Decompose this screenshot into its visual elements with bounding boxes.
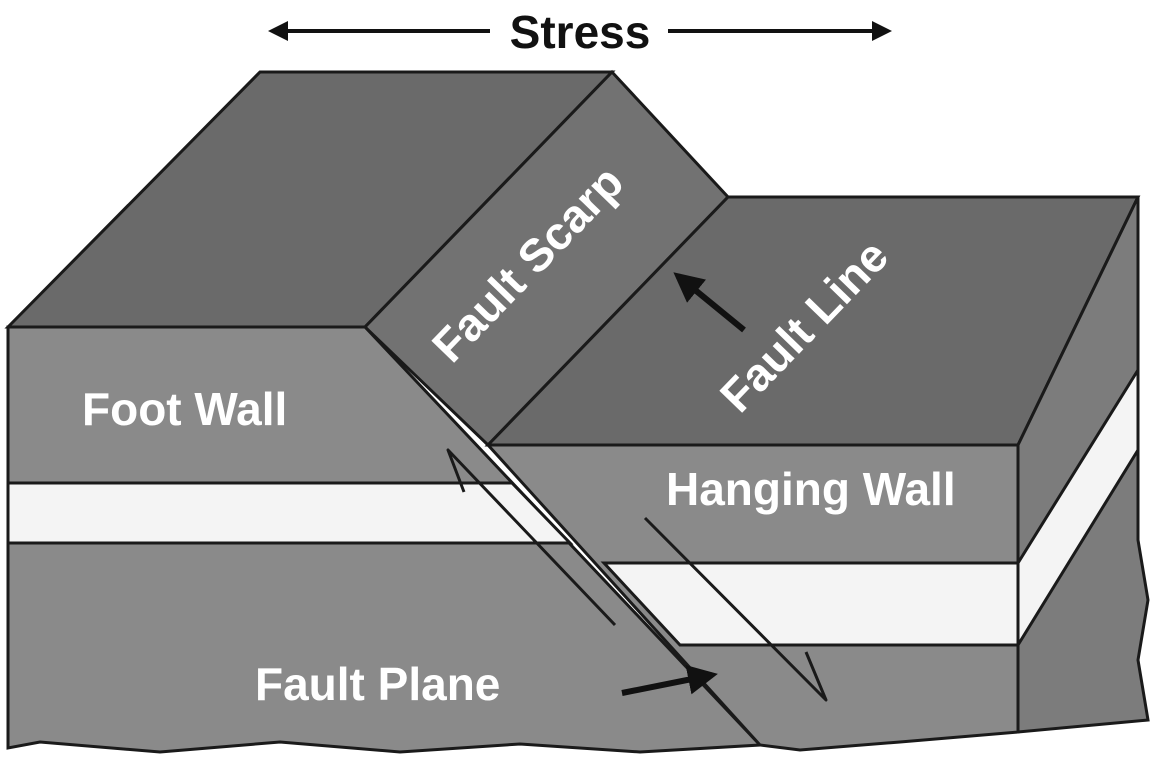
side-face-light-layer [1016,364,1140,651]
slip-arrow-down [643,516,828,702]
stress-label: Stress [510,6,651,58]
hanging-wall-label: Hanging Wall [666,463,956,515]
fault-plane-label: Fault Plane [255,658,500,710]
fault-plane-pointer-arrow [621,664,718,696]
slip-arrow-up [446,448,617,627]
foot-wall-light-layer [6,481,574,545]
foot-wall-label: Foot Wall [82,383,287,435]
fault-line-pointer-arrow [673,272,746,333]
